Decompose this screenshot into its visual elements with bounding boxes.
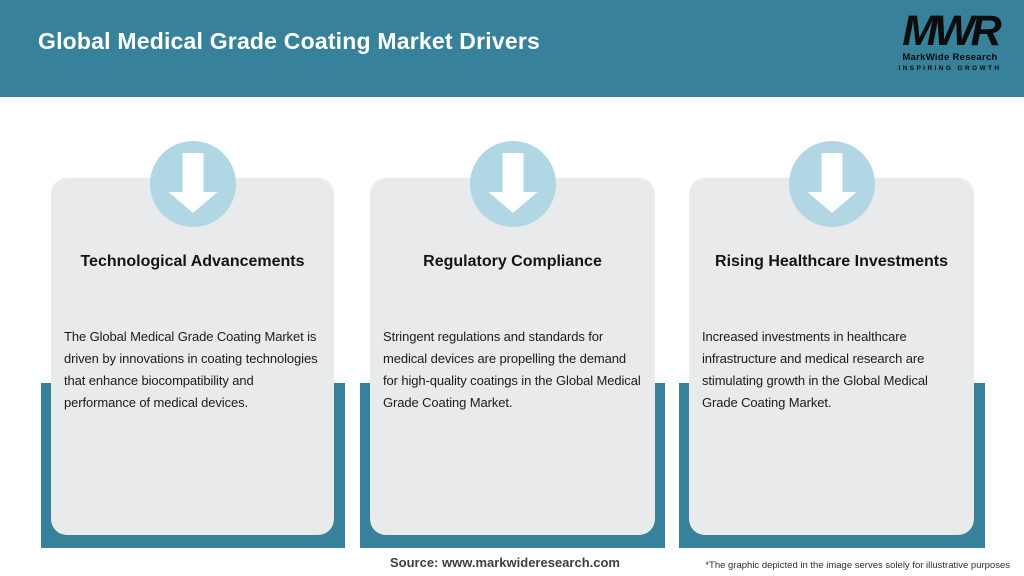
header-bar: Global Medical Grade Coating Market Driv… — [0, 0, 1024, 97]
card-title: Regulatory Compliance — [423, 253, 602, 270]
mwr-logo-name: MarkWide Research — [902, 52, 998, 63]
mwr-logo-tagline: INSPIRING GROWTH — [898, 65, 1002, 72]
card-title: Rising Healthcare Investments — [715, 253, 948, 270]
mwr-logo-acronym: MWR — [902, 7, 1001, 55]
card-description: The Global Medical Grade Coating Market … — [64, 329, 318, 410]
disclaimer-text: *The graphic depicted in the image serve… — [705, 560, 1010, 571]
page-title: Global Medical Grade Coating Market Driv… — [38, 28, 540, 54]
mwr-logo: MWR MarkWide Research INSPIRING GROWTH — [892, 8, 1008, 72]
driver-card-technological-advancements: Technological Advancements The Global Me… — [51, 178, 334, 535]
down-arrow-icon — [789, 141, 875, 227]
card-description: Stringent regulations and standards for … — [383, 329, 641, 410]
down-arrow-icon — [150, 141, 236, 227]
down-arrow-icon — [470, 141, 556, 227]
source-text: Source: www.markwideresearch.com — [389, 555, 620, 570]
driver-card-rising-healthcare-investments: Rising Healthcare Investments Increased … — [689, 178, 974, 535]
card-description: Increased investments in healthcare infr… — [702, 329, 928, 410]
card-title: Technological Advancements — [80, 253, 305, 270]
driver-card-regulatory-compliance: Regulatory Compliance Stringent regulati… — [370, 178, 655, 535]
